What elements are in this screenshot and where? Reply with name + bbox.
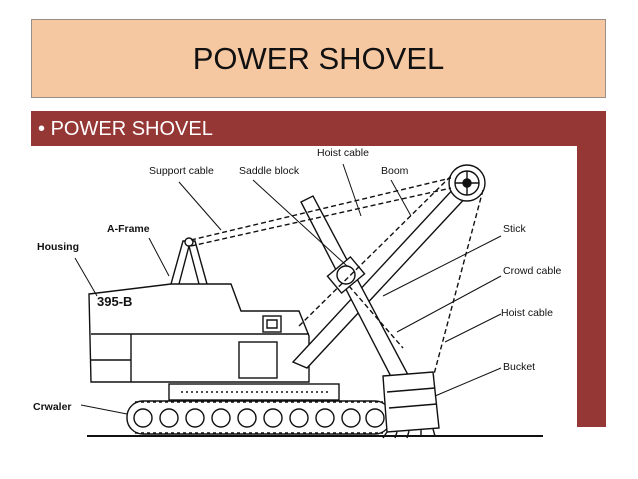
- a-frame: [170, 237, 208, 285]
- label-saddle-block: Saddle block: [239, 165, 300, 177]
- crawler-track: [126, 400, 392, 435]
- bullet-item: • POWER SHOVEL: [38, 118, 213, 141]
- bucket: [382, 371, 440, 439]
- machine-plate: 395-B: [97, 294, 132, 309]
- boom-sheave: [448, 164, 486, 202]
- power-shovel-figure: 395-B Hoist cable Support cable Saddle b…: [31, 146, 577, 446]
- label-crowd-cable: Crowd cable: [503, 265, 562, 277]
- slide-title: POWER SHOVEL: [192, 40, 445, 76]
- bullet-text: POWER SHOVEL: [50, 118, 213, 140]
- crowd-cable: [348, 285, 404, 349]
- label-hoist-cable-top: Hoist cable: [317, 147, 369, 159]
- housing-body: [88, 283, 310, 383]
- label-hoist-cable-right: Hoist cable: [501, 307, 553, 319]
- carbody: [168, 383, 340, 401]
- label-boom: Boom: [381, 165, 409, 177]
- label-support-cable: Support cable: [149, 165, 214, 177]
- label-housing: Housing: [37, 241, 79, 253]
- label-bucket: Bucket: [503, 361, 535, 373]
- title-box: POWER SHOVEL: [31, 19, 606, 98]
- bullet-dot: •: [38, 118, 46, 140]
- support-cables: [190, 177, 452, 247]
- leader-lines: [74, 163, 502, 415]
- power-shovel-diagram: 395-B Hoist cable Support cable Saddle b…: [33, 147, 562, 439]
- hoist-cables: [298, 175, 484, 379]
- label-crawler: Crwaler: [33, 401, 72, 413]
- label-stick: Stick: [503, 223, 527, 235]
- stick: [300, 195, 416, 397]
- label-a-frame: A-Frame: [107, 223, 150, 235]
